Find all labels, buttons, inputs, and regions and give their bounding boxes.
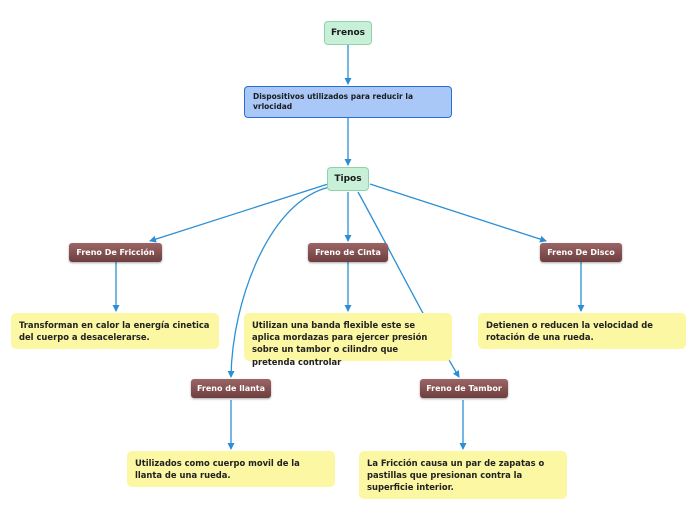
edge-tipos-friccion xyxy=(149,183,329,243)
desc-tambor-text: La Fricción causa un par de zapatas o pa… xyxy=(367,458,545,493)
node-dispositivos-label: Dispositivos utilizados para reducir la … xyxy=(253,91,414,111)
node-freno-llanta[interactable]: Freno de llanta xyxy=(191,379,271,398)
node-frenos[interactable]: Frenos xyxy=(324,21,372,45)
node-freno-tambor-label: Freno de Tambor xyxy=(426,384,502,393)
node-frenos-label: Frenos xyxy=(330,28,366,38)
node-freno-friccion-label: Freno De Fricción xyxy=(76,248,155,257)
desc-llanta: Utilizados como cuerpo movil de la llant… xyxy=(127,451,335,487)
desc-llanta-text: Utilizados como cuerpo movil de la llant… xyxy=(135,458,300,481)
node-freno-cinta[interactable]: Freno de Cinta xyxy=(308,243,388,262)
desc-friccion: Transforman en calor la energía cinetica… xyxy=(11,313,219,349)
desc-disco: Detienen o reducen la velocidad de rotac… xyxy=(478,313,686,349)
node-tipos-label: Tipos xyxy=(334,174,362,184)
node-freno-llanta-label: Freno de llanta xyxy=(196,384,266,393)
desc-cinta: Utilizan una banda flexible este se apli… xyxy=(244,313,452,367)
node-freno-disco[interactable]: Freno De Disco xyxy=(540,243,622,262)
desc-disco-text: Detienen o reducen la velocidad de rotac… xyxy=(486,320,653,343)
edge-tipos-llanta xyxy=(227,186,331,378)
node-freno-cinta-label: Freno de Cinta xyxy=(315,248,381,257)
desc-friccion-text: Transforman en calor la energía cinetica… xyxy=(19,320,210,343)
node-freno-disco-label: Freno De Disco xyxy=(547,248,615,257)
node-freno-friccion[interactable]: Freno De Fricción xyxy=(69,243,162,262)
node-tipos[interactable]: Tipos xyxy=(327,167,369,191)
node-freno-tambor[interactable]: Freno de Tambor xyxy=(420,379,508,398)
desc-tambor: La Fricción causa un par de zapatas o pa… xyxy=(359,451,567,499)
node-dispositivos[interactable]: Dispositivos utilizados para reducir la … xyxy=(244,86,452,118)
edge-tipos-disco xyxy=(369,183,547,243)
desc-cinta-text: Utilizan una banda flexible este se apli… xyxy=(252,320,428,367)
